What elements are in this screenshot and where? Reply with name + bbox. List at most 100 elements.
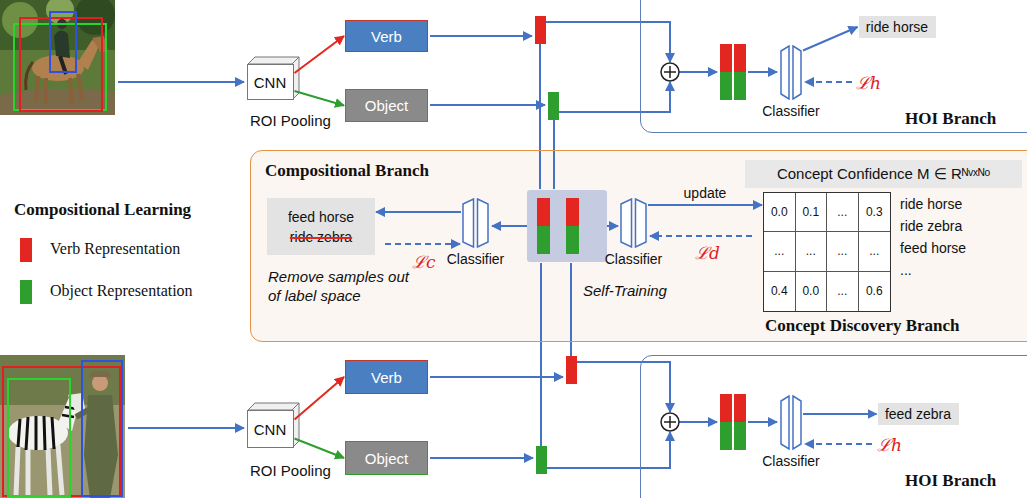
classifier-bar <box>781 46 789 99</box>
flow-arrow <box>679 421 717 423</box>
flow-arrow <box>430 376 563 378</box>
panel-title: HOI Branch <box>905 471 996 491</box>
cnn-depth <box>248 403 299 410</box>
cnn-box: CNN <box>247 410 294 448</box>
note-label: Remove samples out of label space <box>268 268 418 306</box>
row-label: ride zebra <box>900 218 962 234</box>
flow-arrow <box>546 22 670 62</box>
connector-arrow <box>295 439 345 459</box>
connector-arrow <box>648 204 762 206</box>
flow-arrow <box>118 81 244 83</box>
classifier-bar <box>636 199 647 247</box>
loss-arrow <box>805 81 852 83</box>
legend-swatch <box>20 238 32 262</box>
matrix-cell: 0.6 <box>859 272 891 311</box>
matrix-cell: 0.4 <box>764 272 796 311</box>
classifier-label: Classifier <box>762 453 820 469</box>
flow-arrow <box>430 457 533 459</box>
composed-feature-group <box>537 198 550 226</box>
classifier: Classifier <box>462 198 489 248</box>
concept-confidence-box: Concept Confidence M ∈ Rᴺᵛˣᴺᵒ <box>745 160 1022 188</box>
sum-symbol <box>664 66 676 78</box>
branch-title: Concept Discovery Branch <box>765 316 960 336</box>
verb-box: Verb <box>345 360 428 394</box>
photo-feeding-zebra <box>8 379 70 496</box>
loss-arrow <box>650 235 752 237</box>
connector-arrow <box>295 36 345 73</box>
flow-arrow <box>539 44 541 189</box>
box-text: Object <box>365 450 408 467</box>
box-text: Concept Confidence M ∈ Rᴺᵛˣᴺᵒ <box>777 165 990 183</box>
classifier-bar <box>781 396 789 449</box>
classifier: Classifier <box>620 198 647 248</box>
flow-arrow <box>570 263 572 356</box>
cnn-box: CNN <box>247 64 294 100</box>
connector-arrow <box>295 91 345 106</box>
matrix-cell: ... <box>796 232 828 271</box>
flow-arrow <box>577 362 670 412</box>
photo-riding-horse <box>54 30 70 58</box>
box-text: CNN <box>254 74 287 91</box>
prediction-box: ride horse <box>859 16 936 38</box>
legend-text: Object Representation <box>50 282 193 300</box>
module-label: ROI Pooling <box>250 112 331 129</box>
loss-label: ℒh <box>877 433 902 456</box>
matrix-cell: 0.1 <box>796 193 828 232</box>
row-label: feed horse <box>900 240 966 256</box>
panel-fill <box>250 150 1027 342</box>
panel-title: HOI Branch <box>905 109 996 129</box>
composed-feature-group <box>537 226 550 254</box>
photo-feeding-zebra <box>16 445 62 495</box>
photo-feeding-zebra <box>92 375 108 391</box>
feature-bar <box>566 356 577 384</box>
feature-bar <box>734 72 746 100</box>
flow-arrow <box>559 82 670 112</box>
matrix-cell: ... <box>764 232 796 271</box>
legend-title: Compositional Learning <box>14 200 191 220</box>
matrix-cell: 0.0 <box>764 193 796 232</box>
classifier-shape <box>780 395 802 450</box>
sum-symbol <box>664 416 676 428</box>
box-text: CNN <box>254 421 287 438</box>
feature-bar <box>720 44 732 72</box>
flow-arrow <box>553 120 555 189</box>
classifier-bar <box>793 46 801 99</box>
note-label: Self-Training <box>583 282 667 299</box>
loss-arrow <box>385 243 460 245</box>
object-box: Object <box>345 89 428 122</box>
photo-feeding-zebra <box>82 361 122 496</box>
feature-bar <box>548 92 559 120</box>
connector-arrow <box>803 413 877 415</box>
classifier-label: Classifier <box>762 103 820 119</box>
flow-arrow <box>679 71 717 73</box>
classifier-shape <box>780 45 802 100</box>
feature-bar <box>720 422 732 450</box>
connector-arrow <box>295 377 345 420</box>
feature-bar <box>720 72 732 100</box>
row-label: ride horse <box>900 196 962 212</box>
photo-riding-horse <box>50 12 76 72</box>
matrix-cell: ... <box>827 232 859 271</box>
classifier-bar <box>478 199 489 247</box>
matrix-cell: ... <box>827 272 859 311</box>
flow-arrow <box>748 71 777 73</box>
classifier: Classifier <box>780 45 802 100</box>
loss-label: ℒh <box>856 71 881 94</box>
composed-feature-group <box>566 198 579 226</box>
photo-riding-horse <box>36 74 82 104</box>
module-label: ROI Pooling <box>250 462 331 479</box>
photo-feeding-zebra <box>0 355 125 498</box>
classifier-label: Classifier <box>447 251 505 267</box>
flow-arrow <box>540 263 542 446</box>
classifier-shape <box>462 198 489 248</box>
photo-riding-horse <box>0 0 115 115</box>
matrix-cell: ... <box>859 232 891 271</box>
flow-arrow <box>118 22 777 468</box>
cnn-depth <box>248 57 299 64</box>
classifier-shape <box>620 198 647 248</box>
feature-bar <box>734 44 746 72</box>
matrix-cell: 0.3 <box>859 193 891 232</box>
feature-bar <box>720 394 732 422</box>
photo-feeding-zebra <box>88 371 112 377</box>
classifier-bar <box>463 199 474 247</box>
